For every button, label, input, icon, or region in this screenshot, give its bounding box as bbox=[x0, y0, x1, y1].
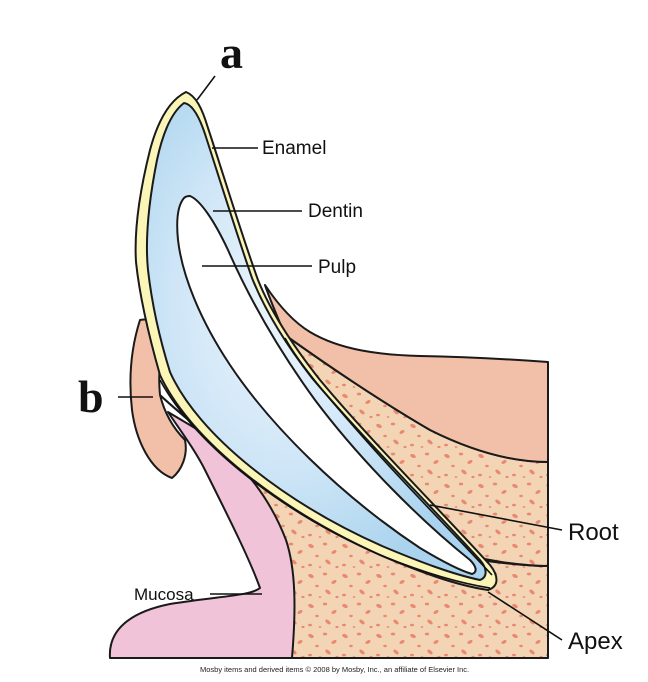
label-apex: Apex bbox=[568, 628, 623, 655]
label-letter-b: b bbox=[78, 371, 104, 422]
label-letter-a: a bbox=[220, 27, 243, 78]
label-pulp: Pulp bbox=[318, 257, 356, 278]
label-enamel: Enamel bbox=[262, 138, 326, 159]
leader-a bbox=[196, 75, 216, 101]
leader-apex bbox=[487, 591, 563, 641]
dentin-layer bbox=[146, 102, 487, 581]
copyright-credit: Mosby items and derived items © 2008 by … bbox=[200, 665, 469, 674]
label-mucosa: Mucosa bbox=[134, 585, 194, 604]
label-dentin: Dentin bbox=[308, 201, 363, 222]
leader-root bbox=[429, 504, 563, 531]
label-root: Root bbox=[568, 519, 619, 546]
pulp-canal bbox=[176, 195, 477, 575]
gingiva-region bbox=[264, 284, 549, 463]
root-membrane-outer bbox=[159, 379, 491, 589]
root-membrane-inner bbox=[284, 337, 493, 576]
